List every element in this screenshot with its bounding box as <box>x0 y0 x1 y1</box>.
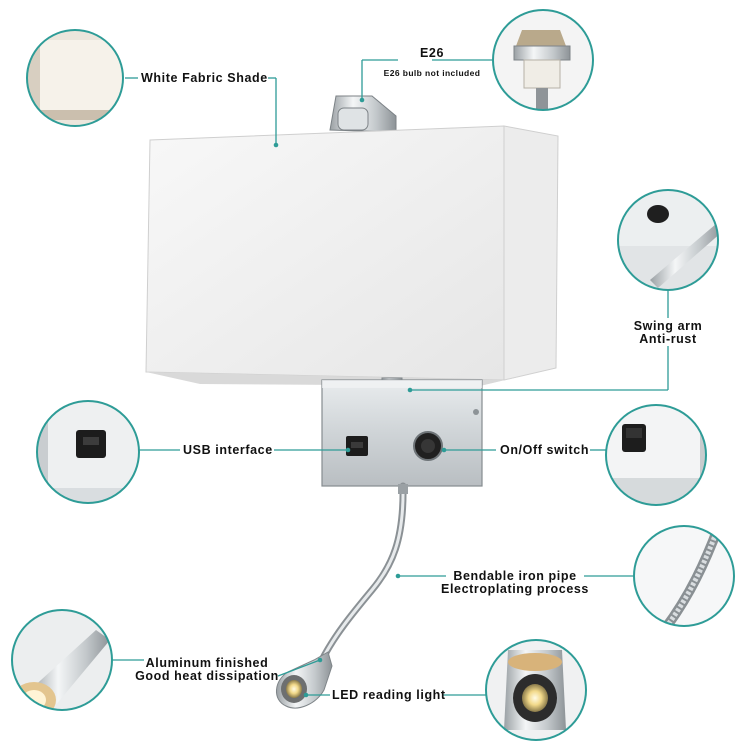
label-led: LED reading light <box>332 688 446 702</box>
label-shade: White Fabric Shade <box>141 71 268 85</box>
label-electroplating: Electroplating process <box>441 582 589 596</box>
top-bracket <box>329 95 397 133</box>
base-plate <box>321 379 483 487</box>
led-lens-detail-icon <box>485 639 587 741</box>
label-e26-title: E26 <box>419 46 445 60</box>
fabric-shade <box>145 125 559 386</box>
rocker-switch-detail-icon <box>605 404 707 506</box>
aluminum-head-detail-icon <box>11 609 113 711</box>
usb-port-detail-icon <box>36 400 140 504</box>
leader-lines <box>112 59 669 696</box>
label-heat: Good heat dissipation <box>135 669 279 683</box>
gooseneck-pipe-detail-icon <box>633 525 735 627</box>
label-anti-rust: Anti-rust <box>639 332 697 346</box>
fabric-shade-detail-icon <box>26 29 124 127</box>
label-e26-note: E26 bulb not included <box>383 68 481 78</box>
led-head <box>276 651 333 709</box>
swing-arm-switch-detail-icon <box>617 189 719 291</box>
leader-dots <box>273 97 447 698</box>
gooseneck-pipe <box>318 482 408 664</box>
label-swing-arm: Swing arm <box>633 319 703 333</box>
label-switch: On/Off switch <box>500 443 590 457</box>
label-usb: USB interface <box>183 443 273 457</box>
bulb-socket-detail-icon <box>492 9 594 111</box>
label-pipe: Bendable iron pipe <box>453 569 577 583</box>
label-aluminum: Aluminum finished <box>145 656 269 670</box>
